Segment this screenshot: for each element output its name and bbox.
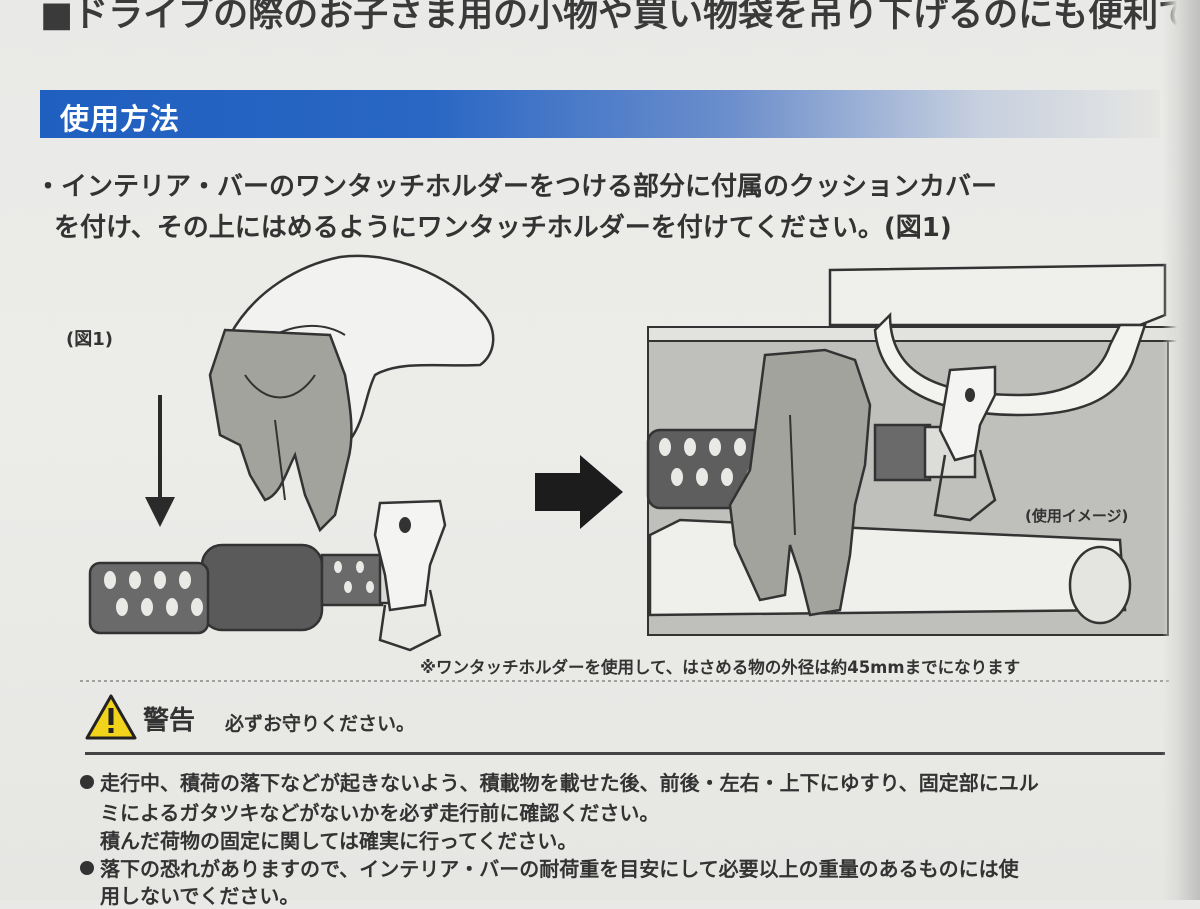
usage-image-label: (使用イメージ) bbox=[1025, 507, 1129, 525]
top-cutoff-text: ■ドライブの際のお子さま用の小物や買い物袋を吊り下げるのにも便利です。 bbox=[40, 0, 1200, 35]
cushion-cover bbox=[200, 543, 324, 632]
warning-divider bbox=[85, 752, 1165, 755]
footnote: ※ワンタッチホルダーを使用して、はさめる物の外径は約45mmまでになります bbox=[420, 658, 1021, 677]
warning-subtitle: 必ずお守りください。 bbox=[225, 713, 416, 735]
section-title: 使用方法 bbox=[60, 102, 181, 136]
warning-item-2-line-1: 落下の恐れがありますので、インテリア・バーの耐荷重を目安にして必要以上の重量のあ… bbox=[80, 853, 1019, 882]
bullet-icon bbox=[80, 861, 94, 875]
warning-text: 落下の恐れがありますので、インテリア・バーの耐荷重を目安にして必要以上の重量のあ… bbox=[100, 857, 1019, 881]
perforated-tube bbox=[88, 561, 210, 635]
left-illustration bbox=[88, 254, 495, 652]
holder-clamped bbox=[728, 348, 872, 617]
warning-item-1-line-1: 走行中、積荷の落下などが起きないよう、積載物を載せた後、前後・左右・上下にゆすり… bbox=[80, 767, 1039, 796]
figure-label: (図1) bbox=[66, 329, 113, 350]
warning-text: 走行中、積荷の落下などが起きないよう、積載物を載せた後、前後・左右・上下にゆすり… bbox=[100, 771, 1039, 795]
dotted-divider bbox=[80, 680, 1170, 682]
section-header-bar: 使用方法 bbox=[40, 90, 1160, 138]
warning-item-2-line-2: 用しないでください。 bbox=[100, 884, 300, 908]
arrow-right-icon bbox=[535, 455, 623, 529]
warning-item-1-line-2: ミによるガタツキなどがないかを必ず走行前に確認ください。 bbox=[100, 801, 660, 825]
bullet-icon bbox=[80, 775, 94, 789]
warning-title: 警告 bbox=[143, 706, 196, 736]
right-edge-shadow bbox=[1162, 0, 1200, 900]
right-illustration bbox=[646, 263, 1194, 636]
warning-item-1-line-3: 積んだ荷物の固定に関しては確実に行ってください。 bbox=[100, 829, 578, 853]
warning-triangle-icon bbox=[85, 694, 137, 740]
warning-header: 警告 必ずお守りください。 bbox=[85, 690, 1185, 750]
holder-top bbox=[208, 328, 353, 533]
instruction-line-2: を付け、その上にはめるようにワンタッチホルダーを付けてください。(図1) bbox=[54, 213, 952, 243]
instruction-line-1: ・インテリア・バーのワンタッチホルダーをつける部分に付属のクッションカバー bbox=[35, 172, 998, 202]
